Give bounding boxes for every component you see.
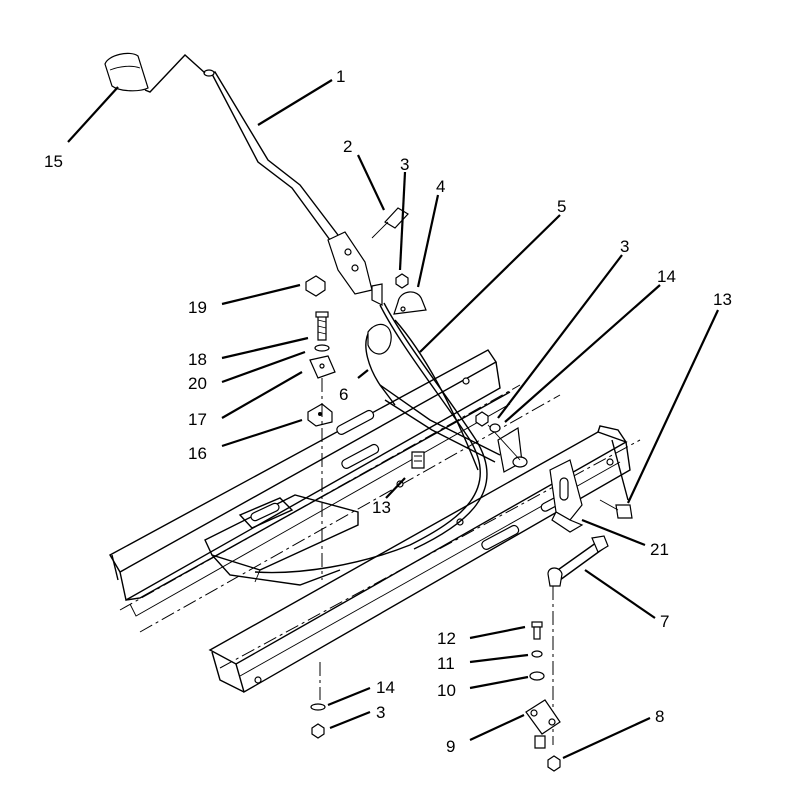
callout-8: 8 (655, 707, 664, 726)
callout-1: 1 (336, 67, 345, 86)
nut-19 (305, 275, 326, 297)
callout-3: 3 (376, 703, 385, 722)
bolt-13-right (599, 499, 633, 519)
link-9 (525, 699, 561, 749)
callout-14: 14 (376, 678, 395, 697)
lever-break-line (144, 54, 206, 93)
lever-arm-6 (365, 323, 501, 463)
callout-3: 3 (620, 237, 629, 256)
callout-6: 6 (339, 385, 348, 404)
centerline-right (219, 439, 641, 669)
callout-10: 10 (437, 681, 456, 700)
washer-11 (531, 650, 543, 658)
control-cable (254, 302, 488, 574)
callout-20: 20 (188, 374, 207, 393)
nut-8 (547, 755, 561, 772)
plate-16 (307, 403, 333, 427)
washer-14-lower (310, 703, 326, 711)
lever-knob (104, 52, 149, 92)
control-lever-rod (203, 69, 339, 241)
callout-15: 15 (44, 152, 63, 171)
nut-3-top (395, 273, 409, 289)
callout-5: 5 (557, 197, 566, 216)
pivot-bracket (487, 424, 528, 473)
callout-14: 14 (657, 267, 676, 286)
lever-mount-plate (327, 231, 383, 306)
rail-slots (254, 377, 614, 684)
frame-rail-left (109, 349, 511, 617)
cross-member-plate (204, 494, 359, 586)
washer-10 (529, 671, 545, 681)
bolt-12 (531, 621, 543, 640)
callout-9: 9 (446, 737, 455, 756)
callout-18: 18 (188, 350, 207, 369)
bolt-18 (315, 311, 329, 341)
callout-17: 17 (188, 410, 207, 429)
centerline-left (119, 384, 521, 611)
callout-3: 3 (400, 155, 409, 174)
bracket-17 (309, 355, 336, 379)
callout-16: 16 (188, 444, 207, 463)
callout-19: 19 (188, 298, 207, 317)
nut-3-right (475, 411, 489, 427)
callout-labels: 1 2 3 4 5 3 14 13 15 19 18 20 6 17 16 13… (44, 67, 732, 756)
callout-11: 11 (437, 654, 455, 673)
bolt-13-center (411, 451, 425, 469)
callout-2: 2 (343, 137, 352, 156)
nut-3-lower (311, 723, 325, 739)
centerline-mid (139, 394, 561, 633)
washer-14-right (489, 423, 501, 433)
callout-7: 7 (660, 612, 669, 631)
cable-clamp-4 (393, 291, 427, 315)
callout-21: 21 (650, 540, 669, 559)
callout-13: 13 (372, 498, 391, 517)
callout-12: 12 (437, 629, 456, 648)
callout-4: 4 (436, 177, 445, 196)
rod-7 (547, 535, 609, 587)
callout-13: 13 (713, 290, 732, 309)
leader-lines (67, 79, 719, 759)
mount-bracket-21 (549, 459, 584, 533)
washer-20 (314, 344, 330, 352)
